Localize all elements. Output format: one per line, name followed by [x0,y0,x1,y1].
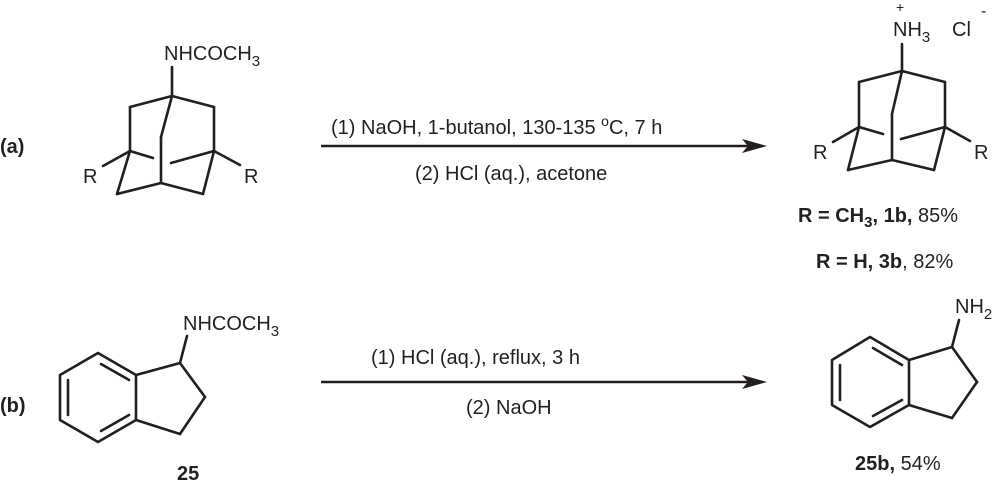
reactant-b-compound-id: 25 [177,463,199,485]
reactant-a-adamantane [101,65,242,196]
reactant-b-substituent: NHCOCH3 [183,313,279,340]
product-b-indane [830,318,979,429]
result-1b: R = CH3, 1b, 85% [798,205,958,231]
product-a-r-right: R [974,142,988,164]
reaction-a-label: (a) [0,136,24,158]
product-b-substituent: NH2 [955,296,992,323]
product-b-result: 25b, 54% [855,453,941,475]
reaction-b-arrow [321,375,767,389]
reactant-a-r-right: R [244,166,258,188]
product-a-r-left: R [813,142,827,164]
reaction-b-conditions-2: (2) NaOH [466,397,552,419]
reaction-b-label: (b) [0,395,26,417]
reaction-a-conditions-2: (2) HCl (aq.), acetone [415,163,607,185]
reaction-a-arrow [321,139,767,153]
reaction-b-conditions-1: (1) HCl (aq.), reflux, 3 h [371,347,580,369]
reactant-a-substituent: NHCOCH3 [164,43,260,70]
reaction-a-conditions-1: (1) NaOH, 1-butanol, 130-135 oC, 7 h [331,113,662,139]
result-3b: R = H, 3b, 82% [816,251,954,273]
product-a-amine: NH3 [893,19,930,46]
reactant-b-indane [58,334,207,444]
product-a-counterion-charge: - [981,3,986,20]
product-a-counterion: Cl [952,19,971,41]
product-a-adamantane [831,42,972,172]
reactant-a-r-left: R [83,166,97,188]
product-a-charge-plus: + [896,0,904,15]
